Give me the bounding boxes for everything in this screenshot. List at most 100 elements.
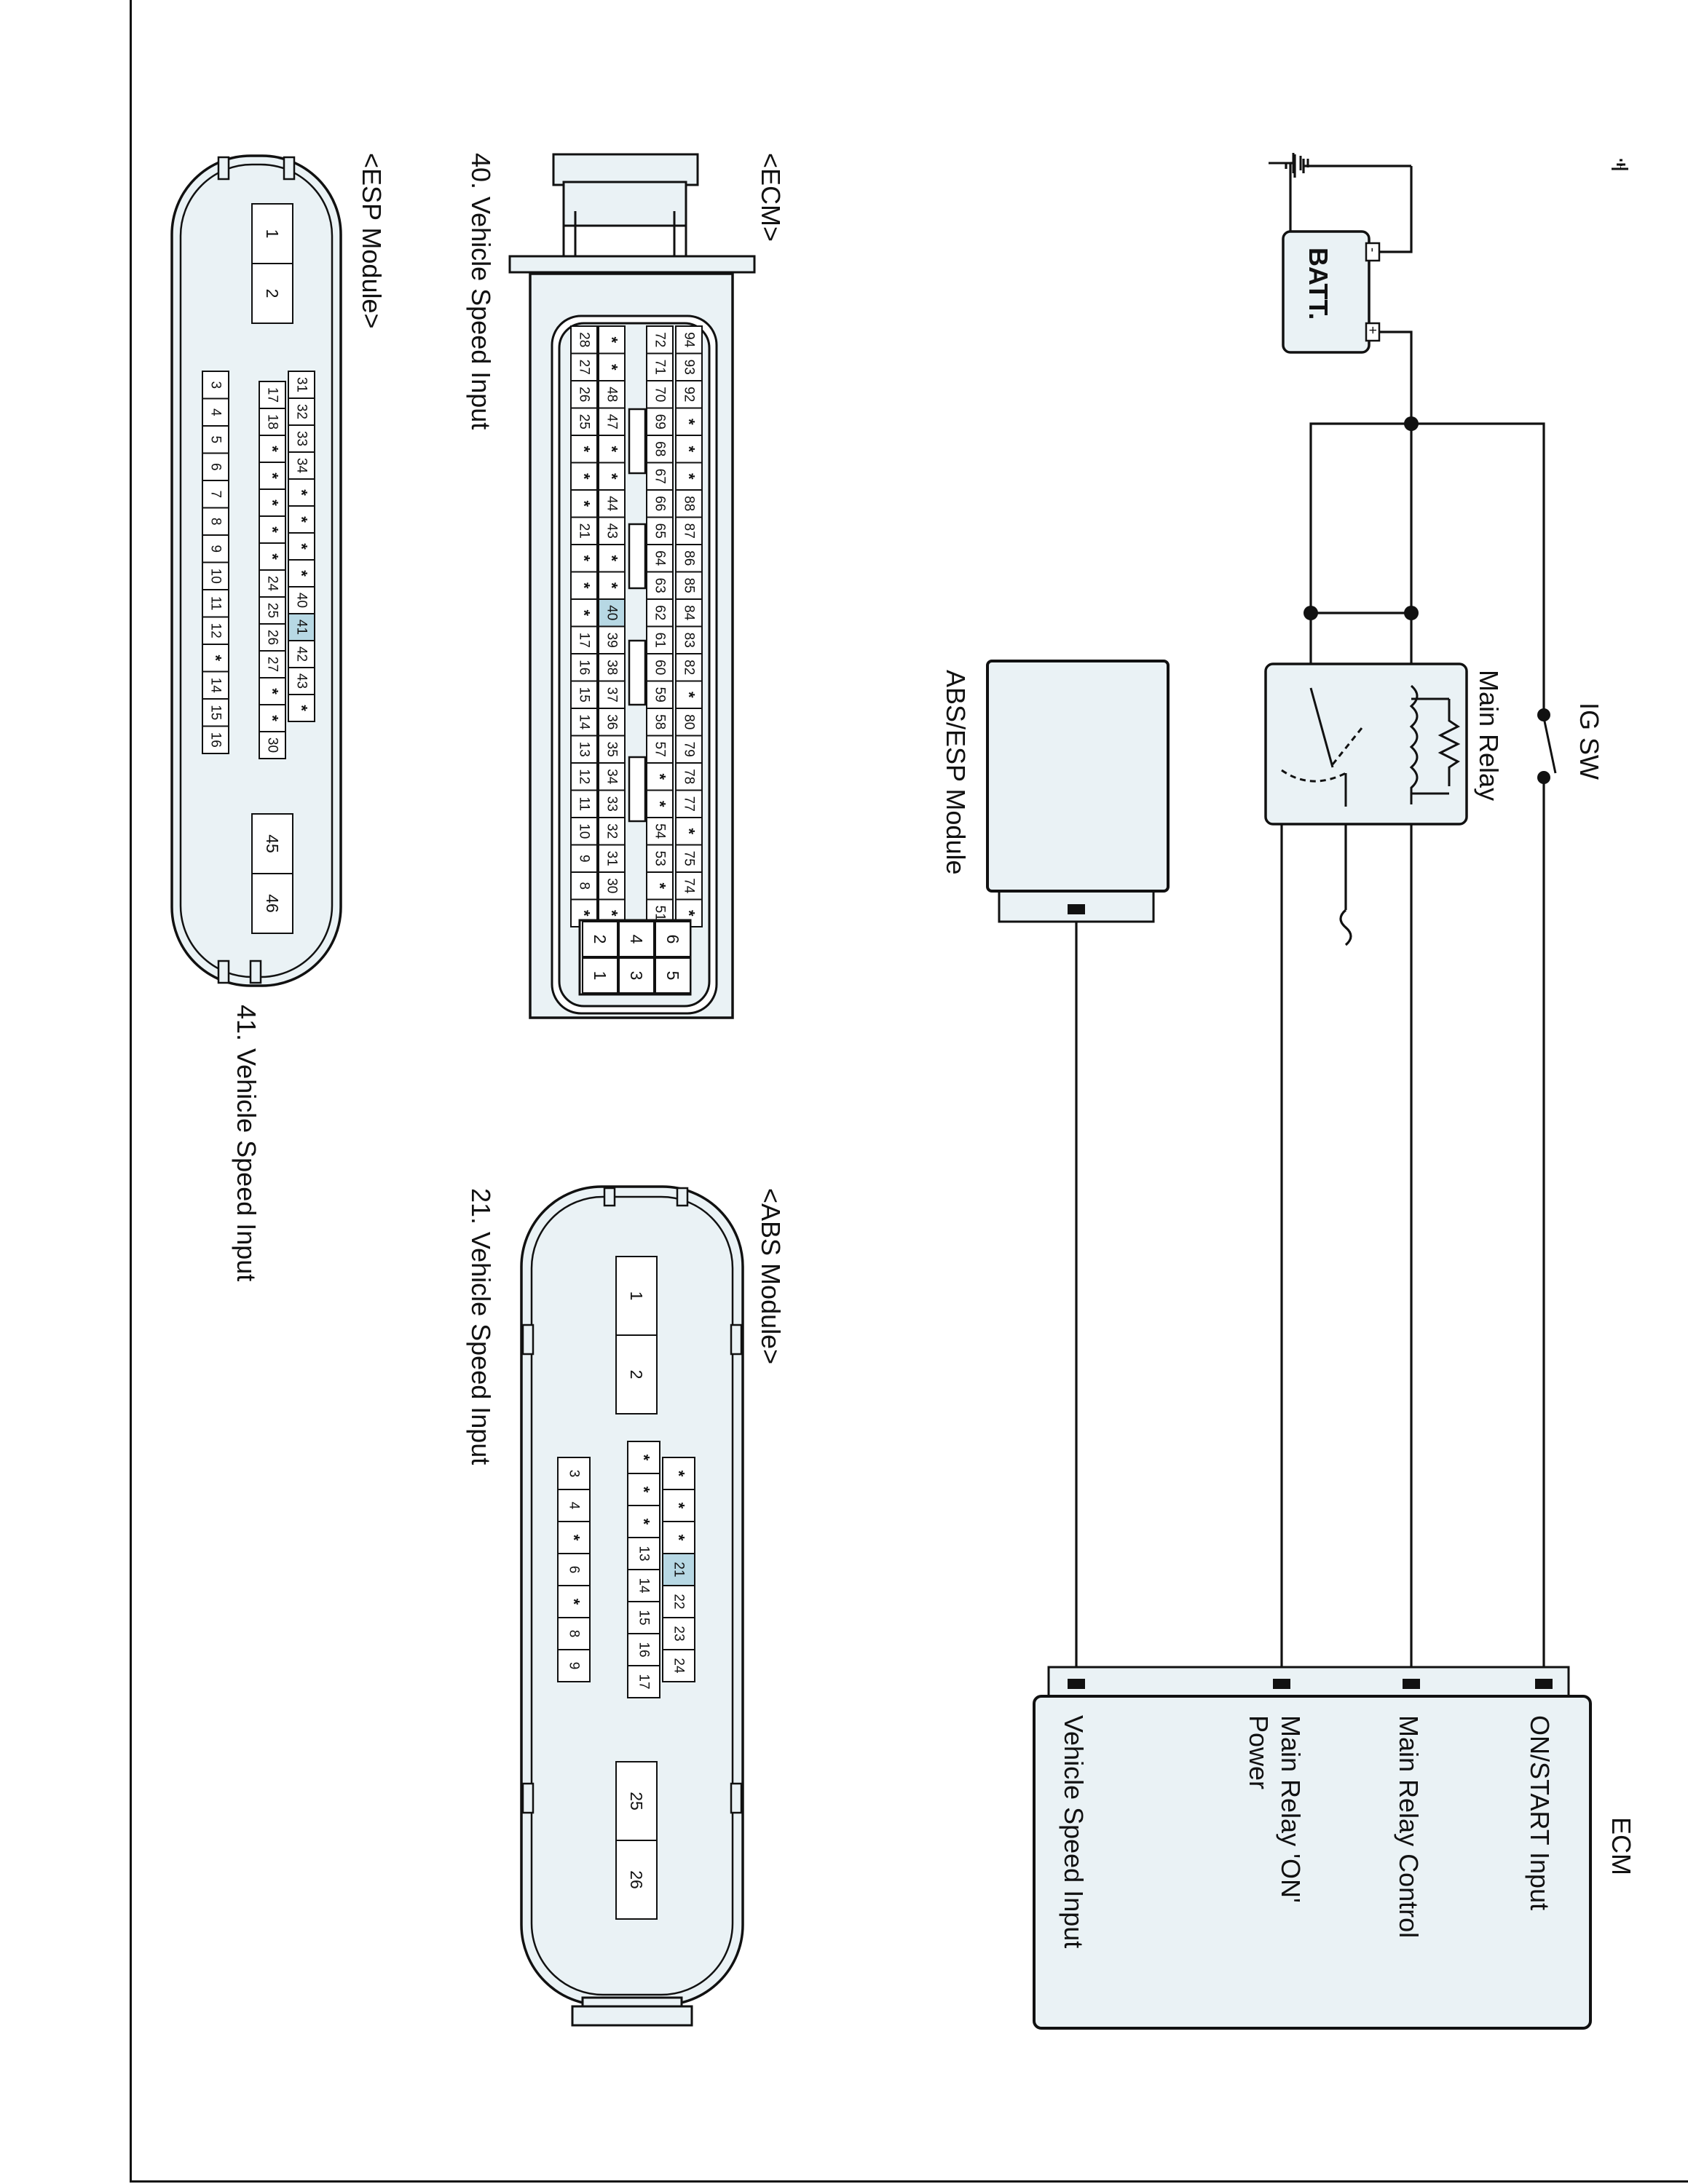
svg-text:35: 35: [604, 742, 620, 757]
svg-text:39: 39: [604, 633, 620, 648]
ecm-pin: 15: [570, 680, 598, 709]
ecm-power-pin: 3: [618, 957, 655, 994]
esp-pin: *: [288, 532, 315, 561]
svg-text:11: 11: [577, 796, 592, 811]
ecm-pin: 58: [646, 708, 674, 737]
ecm-pin: *: [570, 462, 598, 491]
esp-pin: 33: [288, 424, 315, 453]
esp-pin: *: [259, 677, 286, 705]
ig-sw-label: IG SW: [1574, 703, 1604, 780]
esp-connector-caption: 41. Vehicle Speed Input: [232, 1005, 261, 1281]
ecm-pin: *: [675, 462, 703, 491]
esp-pin: *: [259, 515, 286, 544]
ecm-pin: *: [675, 680, 703, 709]
svg-text:43: 43: [604, 523, 620, 539]
ecm-pin: *: [646, 871, 674, 901]
ecm-pin: *: [598, 352, 626, 381]
svg-text:7: 7: [208, 490, 224, 498]
svg-text:25: 25: [577, 414, 592, 430]
svg-text:*: *: [264, 472, 282, 479]
svg-text:24: 24: [671, 1658, 687, 1674]
svg-text:*: *: [680, 419, 698, 425]
esp-pin: 14: [202, 670, 229, 700]
svg-text:9: 9: [208, 545, 224, 553]
ecm-pin: 84: [675, 598, 703, 628]
esp-pin: 31: [288, 371, 315, 399]
abs-power-pin: 2: [615, 1334, 658, 1415]
abs-pin: 15: [627, 1601, 660, 1634]
esp-pin: *: [259, 542, 286, 571]
svg-text:33: 33: [294, 431, 309, 446]
ecm-connector-pins: 949392***88878685848382*80797877*7574*72…: [570, 325, 703, 927]
esp-pin: 6: [202, 452, 229, 481]
esp-power-pin: 45: [251, 813, 293, 874]
abs-pin: *: [557, 1521, 591, 1554]
ecm-pin: 53: [646, 844, 674, 873]
svg-text:75: 75: [682, 851, 697, 866]
svg-text:*: *: [264, 688, 282, 695]
svg-text:37: 37: [604, 687, 620, 703]
svg-text:48: 48: [604, 387, 620, 402]
abs-pin: 14: [627, 1569, 660, 1602]
battery-neg-sign: -: [1365, 248, 1380, 252]
ecm-pin: 82: [675, 653, 703, 682]
svg-text:51: 51: [652, 906, 668, 921]
esp-pin: 18: [259, 408, 286, 436]
esp-connector: 12454631323334****40414243*1718*****2425…: [170, 154, 342, 987]
svg-text:8: 8: [577, 882, 592, 890]
svg-text:15: 15: [208, 705, 224, 720]
svg-text:17: 17: [577, 633, 592, 648]
svg-text:6: 6: [567, 1566, 582, 1574]
svg-text:*: *: [680, 446, 698, 452]
ecm-connector-caption: 40. Vehicle Speed Input: [466, 153, 496, 430]
svg-text:*: *: [575, 582, 593, 589]
svg-text:40: 40: [294, 593, 309, 608]
svg-text:14: 14: [636, 1578, 652, 1594]
svg-text:92: 92: [682, 387, 697, 402]
svg-text:*: *: [603, 364, 621, 371]
ecm-pin: 10: [570, 817, 598, 846]
ecm-pin: 54: [646, 817, 674, 846]
svg-text:71: 71: [652, 360, 668, 375]
circuit-wiring: [1075, 154, 1545, 1688]
ecm-pin: 17: [570, 625, 598, 654]
ecm-pin: 35: [598, 735, 626, 764]
svg-text:30: 30: [604, 878, 620, 893]
svg-text:84: 84: [682, 605, 697, 621]
svg-text:46: 46: [263, 894, 282, 913]
svg-text:94: 94: [682, 332, 697, 348]
svg-text:77: 77: [682, 796, 697, 812]
esp-pin: 9: [202, 534, 229, 563]
abs-pin: 4: [557, 1489, 591, 1522]
esp-pin: 34: [288, 451, 315, 480]
svg-text:11: 11: [208, 596, 224, 611]
ecm-power-pin: 5: [655, 957, 691, 994]
ecm-pin: 34: [598, 762, 626, 791]
ecm-pin: 16: [570, 653, 598, 682]
svg-text:87: 87: [682, 523, 697, 539]
svg-text:63: 63: [652, 578, 668, 593]
ecm-pin: 57: [646, 735, 674, 764]
svg-text:82: 82: [682, 660, 697, 675]
battery-pos-sign: +: [1365, 326, 1380, 334]
svg-text:5: 5: [663, 971, 682, 981]
abs-pin: *: [627, 1505, 660, 1538]
ecm-power-pin: 2: [582, 921, 618, 957]
ecm-pin: 48: [598, 380, 626, 409]
svg-text:14: 14: [577, 714, 592, 730]
svg-text:*: *: [680, 910, 698, 917]
svg-text:68: 68: [652, 441, 668, 456]
esp-pin: 12: [202, 616, 229, 645]
ecm-power-pin: 4: [618, 921, 655, 957]
ecm-pin: 87: [675, 516, 703, 545]
svg-text:23: 23: [671, 1626, 687, 1641]
esp-power-pin: 2: [251, 263, 293, 324]
esp-pin: 24: [259, 569, 286, 598]
svg-text:83: 83: [682, 633, 697, 648]
battery: [1282, 230, 1381, 354]
svg-text:22: 22: [671, 1594, 687, 1609]
ecm-pin: 32: [598, 817, 626, 846]
esp-pin: *: [259, 704, 286, 732]
svg-text:34: 34: [294, 458, 309, 474]
esp-pin: 3: [202, 371, 229, 400]
